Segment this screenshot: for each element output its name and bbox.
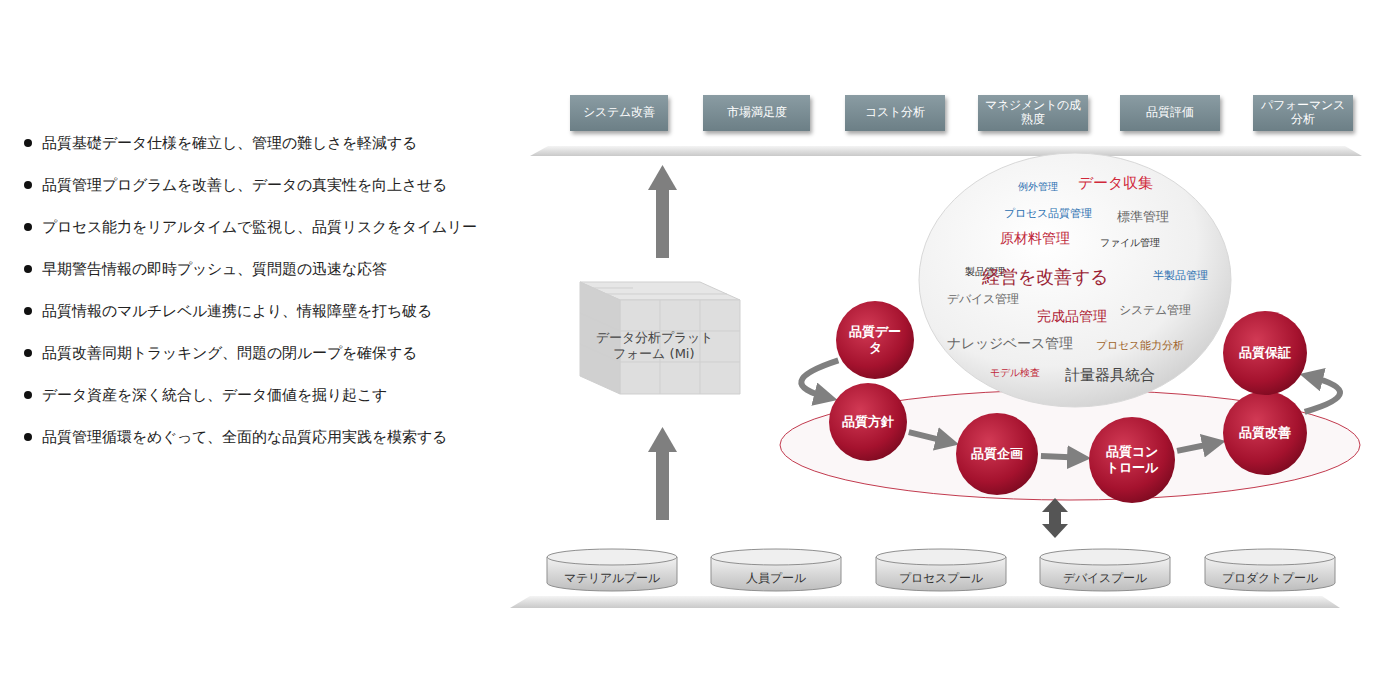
output-box: 品質評価 (1120, 95, 1220, 131)
bottom-platform (510, 596, 1340, 608)
node-label: デバイスプール (1063, 570, 1147, 587)
bullet-text: 品質管理プログラムを改善し、データの真実性を向上させる (22, 164, 492, 206)
cloud-word: 例外管理 (1018, 182, 1058, 192)
quality-circle: 品質コントロール (1088, 416, 1176, 504)
bullet-text: データ資産を深く統合し、データ価値を掘り起こす (22, 374, 492, 416)
word-cloud-circle: データ収集例外管理プロセス品質管理標準管理原材料管理ファイル管理製品管理経営を改… (918, 152, 1232, 408)
quality-circle: 品質データ (835, 300, 915, 380)
data-pool: プロダクトプール (1205, 557, 1335, 591)
bullet-text: 品質情報のマルチレベル連携により、情報障壁を打ち破る (22, 290, 492, 332)
cloud-word: データ収集 (1078, 176, 1153, 191)
node-label: コスト分析 (865, 106, 925, 120)
cloud-word: ナレッジベース管理 (947, 336, 1073, 350)
cloud-word: 標準管理 (1117, 210, 1169, 223)
cloud-word: 原材料管理 (1000, 231, 1070, 245)
node-label: 人員プール (746, 570, 806, 587)
bullet-text: 品質管理循環をめぐって、全面的な品質応用実践を模索する (22, 416, 492, 458)
cycle-arrow (1305, 376, 1340, 412)
data-pool: マテリアルプール (547, 557, 677, 591)
cloud-word: システム管理 (1119, 304, 1191, 316)
output-box: コスト分析 (845, 95, 945, 131)
node-label: 品質保証 (1233, 345, 1297, 361)
data-pool: プロセスプール (876, 557, 1006, 591)
output-box: パフォーマンス分析 (1253, 95, 1353, 131)
quality-circle: 品質方針 (828, 382, 908, 462)
node-label: 品質方針 (836, 414, 900, 430)
data-pool: 人員プール (711, 557, 841, 591)
top-platform (530, 146, 1362, 156)
quality-circle: 品質保証 (1222, 310, 1308, 396)
data-pool: デバイスプール (1040, 557, 1170, 591)
cycle-arrow (801, 360, 838, 397)
data-cube (580, 282, 740, 394)
quality-circle: 品質改善 (1222, 390, 1308, 476)
bullet-text: 品質基礎データ仕様を確立し、管理の難しさを軽減する (22, 122, 492, 164)
cloud-word: プロセス能力分析 (1096, 340, 1184, 351)
cloud-word: 完成品管理 (1037, 309, 1107, 323)
node-label: データ分析プラットフォーム (Mi) (595, 330, 713, 363)
node-label: 品質評価 (1146, 106, 1194, 120)
node-label: 品質データ (843, 324, 907, 355)
double-arrow (1042, 498, 1068, 538)
node-label: システム改善 (583, 106, 655, 120)
cloud-word: デバイス管理 (947, 293, 1019, 305)
platform-cube: データ分析プラットフォーム (Mi) (580, 282, 740, 394)
node-label: プロセスプール (899, 570, 983, 587)
bullet-text: 早期警告情報の即時プッシュ、質問題の迅速な応答 (22, 248, 492, 290)
bullet-list: 品質基礎データ仕様を確立し、管理の難しさを軽減する品質管理プログラムを改善し、デ… (22, 122, 492, 458)
cycle-arrow (1041, 456, 1082, 458)
quality-circle: 品質企画 (955, 412, 1039, 496)
node-label: 品質コントロール (1100, 444, 1164, 475)
node-label: パフォーマンス分析 (1259, 99, 1347, 127)
node-label: マテリアルプール (564, 570, 660, 587)
output-box: 市場満足度 (703, 95, 810, 131)
cycle-arrow (909, 432, 951, 442)
cloud-word: 半製品管理 (1153, 270, 1208, 281)
node-label: プロダクトプール (1222, 570, 1318, 587)
cloud-word: プロセス品質管理 (1004, 208, 1092, 219)
output-box: マネジメントの成熟度 (978, 95, 1088, 131)
node-label: マネジメントの成熟度 (984, 99, 1082, 127)
output-box: システム改善 (570, 95, 668, 131)
cloud-word: 計量器具統合 (1065, 368, 1155, 383)
cloud-word: モデル検査 (990, 368, 1040, 378)
bullet-text: プロセス能力をリアルタイムで監視し、品質リスクをタイムリー (22, 206, 492, 248)
node-label: 市場満足度 (727, 106, 787, 120)
node-label: 品質改善 (1233, 425, 1297, 441)
node-label: 品質企画 (965, 446, 1029, 462)
bullet-text: 品質改善同期トラッキング、問題の閉ループを確保する (22, 332, 492, 374)
cloud-word: ファイル管理 (1100, 238, 1160, 248)
cloud-word: 経営を改善する (982, 268, 1108, 286)
cycle-arrow (1177, 443, 1217, 451)
pool-cylinders (547, 549, 1335, 591)
